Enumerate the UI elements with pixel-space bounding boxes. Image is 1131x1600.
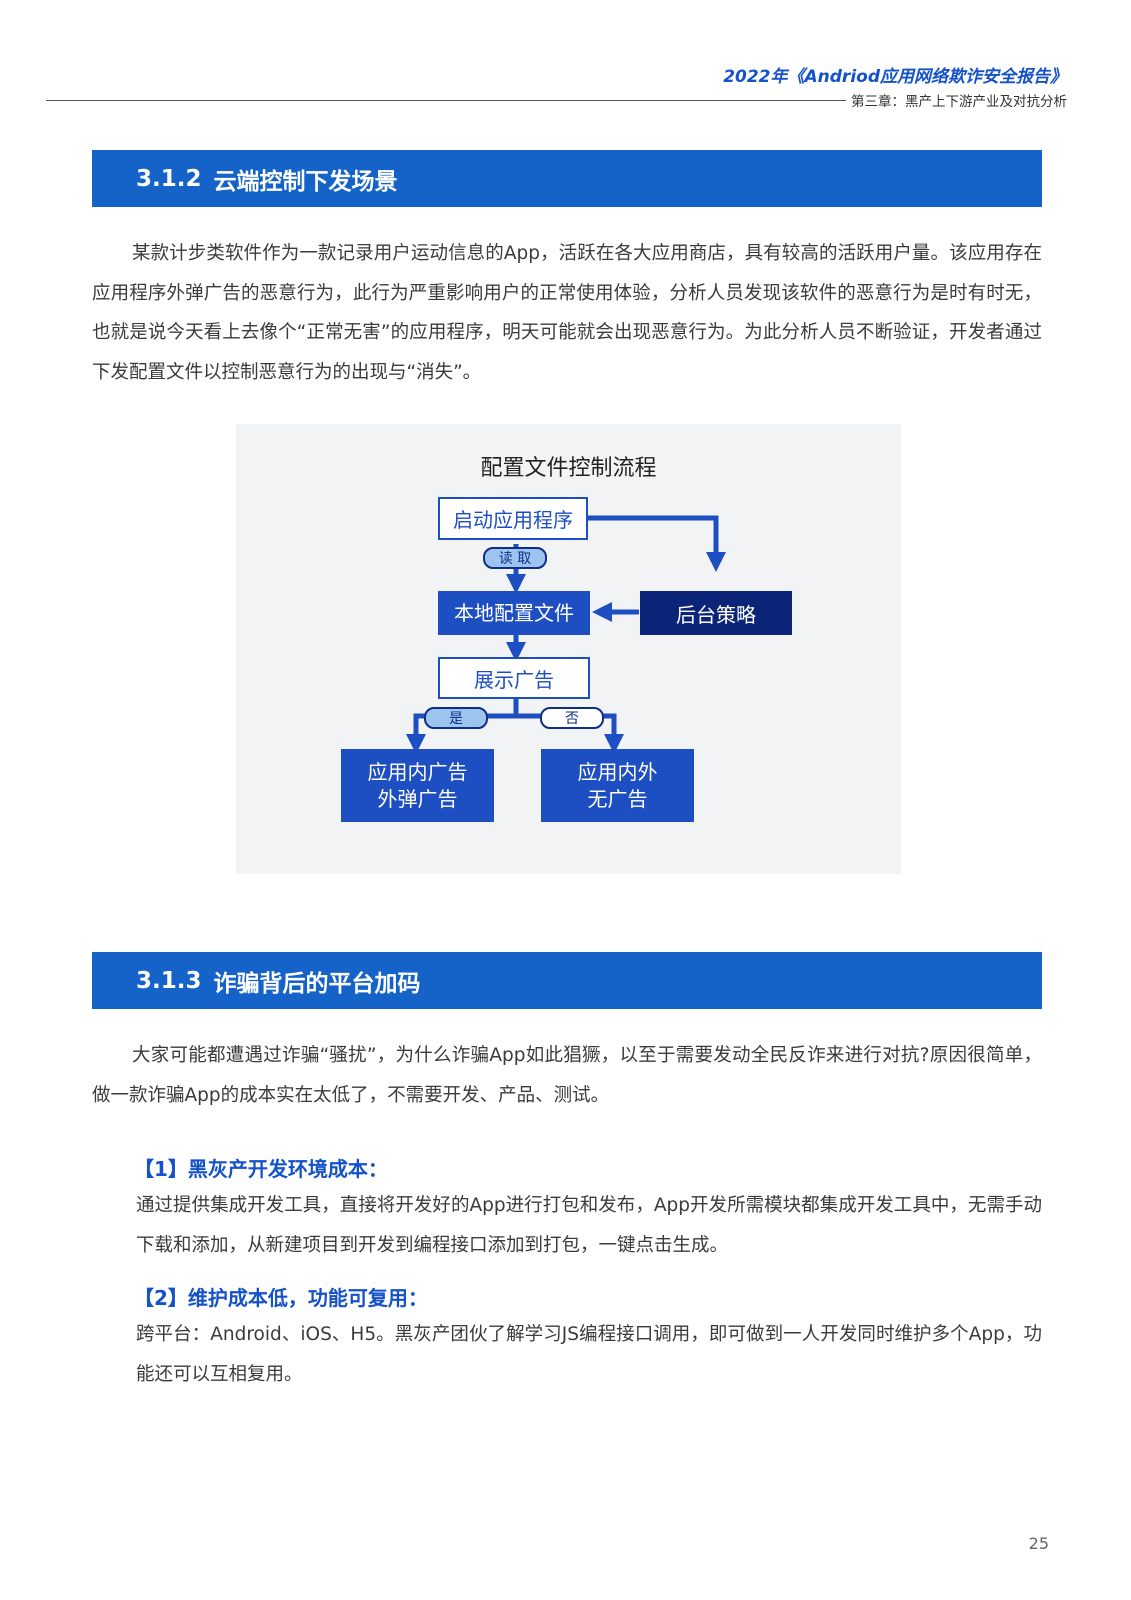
arrow-start-to-backend: [587, 515, 726, 572]
no-result-line2: 无广告: [587, 786, 648, 811]
point1-heading: 【1】黑灰产开发环境成本：: [134, 1157, 388, 1181]
no-result-box: 应用内外 无广告: [541, 749, 694, 822]
read-label: 读 取: [483, 547, 547, 569]
no-result-line1: 应用内外: [577, 759, 658, 784]
section1-paragraph: 某款计步类软件作为一款记录用户运动信息的App，活跃在各大应用商店，具有较高的活…: [92, 243, 1042, 383]
yes-result-box: 应用内广告 外弹广告: [341, 749, 494, 822]
chapter-subtitle: 第三章：黑产上下游产业及对抗分析: [851, 94, 1067, 110]
point2-heading: 【2】维护成本低，功能可复用：: [134, 1286, 428, 1310]
yes-result-line1: 应用内广告: [367, 759, 468, 784]
flowchart-title: 配置文件控制流程: [480, 456, 657, 481]
section-number: 3.1.2: [136, 165, 202, 192]
show-ads-box: 展示广告: [438, 657, 590, 699]
section-heading-3-1-2: 3.1.2 云端控制下发场景: [92, 150, 1042, 207]
point2-text: 跨平台：Android、iOS、H5。黑灰产团伙了解学习JS编程接口调用，即可做…: [136, 1324, 1042, 1385]
section-title: 诈骗背后的平台加码: [213, 970, 421, 997]
no-label: 否: [540, 707, 604, 729]
report-title: 2022年《Andriod应用网络欺诈安全报告》: [723, 67, 1067, 87]
point1-text: 通过提供集成开发工具，直接将开发好的App进行打包和发布，App开发所需模块都集…: [136, 1195, 1042, 1256]
header-rule: [46, 100, 846, 101]
section2-paragraph: 大家可能都遭遇过诈骗“骚扰”，为什么诈骗App如此猖獗，以至于需要发动全民反诈来…: [92, 1045, 1042, 1106]
backend-policy-box: 后台策略: [640, 591, 792, 635]
flowchart-figure: 配置文件控制流程 启动应用程序 读 取 本地配置文件 后台策略 展示广告 是 否…: [236, 424, 901, 874]
yes-result-line2: 外弹广告: [377, 786, 458, 811]
page-number: 25: [1028, 1534, 1049, 1553]
yes-label: 是: [424, 707, 488, 729]
section-heading-3-1-3: 3.1.3 诈骗背后的平台加码: [92, 952, 1042, 1009]
section-number: 3.1.3: [136, 967, 202, 994]
local-config-box: 本地配置文件: [438, 591, 590, 635]
section-title: 云端控制下发场景: [213, 168, 398, 195]
start-app-box: 启动应用程序: [438, 497, 588, 540]
